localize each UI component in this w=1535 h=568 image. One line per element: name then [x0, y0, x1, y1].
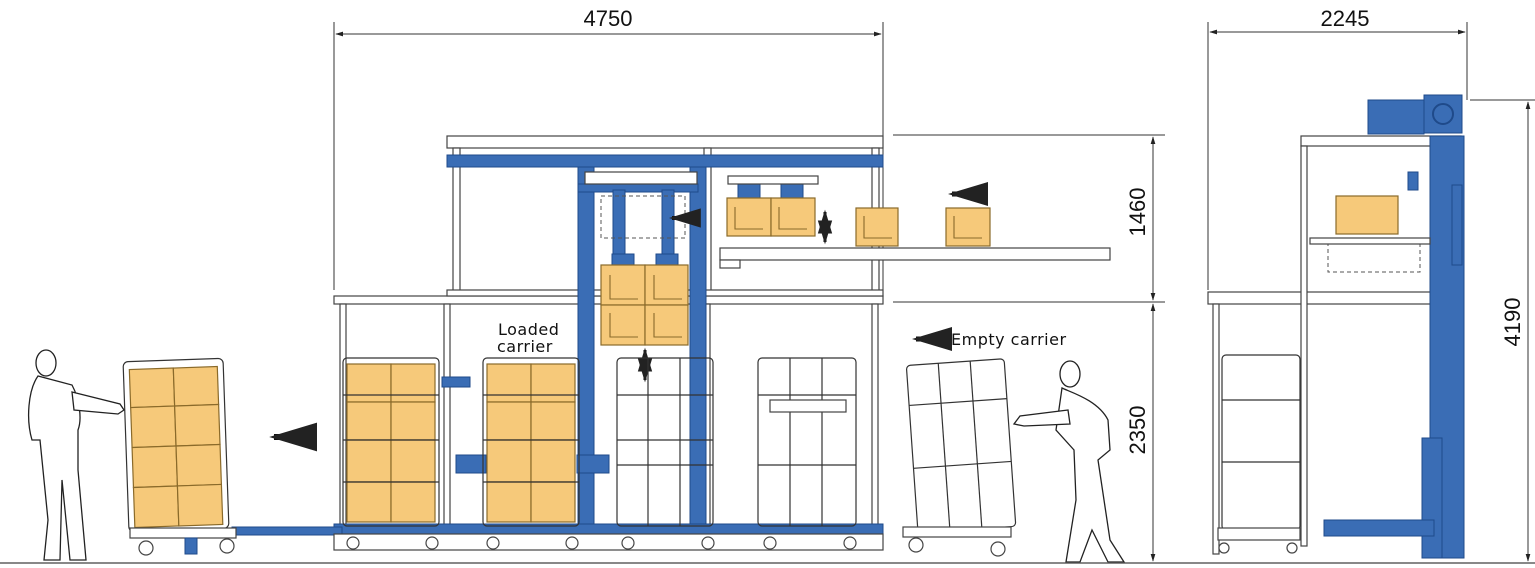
- dimension-label-total-height: 4190: [1500, 298, 1525, 347]
- loaded-carrier-label: Loaded carrier: [497, 320, 559, 356]
- dimension-total-height: 4190: [1470, 99, 1535, 562]
- dimension-upper-height: 1460: [893, 134, 1165, 301]
- empty-carrier-station-3: [616, 357, 715, 550]
- dimension-label-upper-height: 1460: [1125, 188, 1150, 237]
- dimension-label-side-width: 2245: [1321, 6, 1370, 31]
- dimension-side-width: 2245: [1207, 6, 1468, 290]
- loaded-carrier-label-line1: Loaded: [498, 320, 559, 339]
- incoming-empty-carrier: [902, 358, 1017, 557]
- loaded-carrier-station-2: [482, 357, 580, 550]
- gripper-assembly: [577, 171, 701, 383]
- empty-carrier-label: Empty carrier: [912, 327, 1067, 351]
- empty-carrier-station-4: [757, 357, 857, 550]
- worker-left: [28, 349, 125, 561]
- worker-right: [1012, 360, 1126, 563]
- dimension-main-width: 4750: [333, 6, 884, 290]
- loaded-carrier-label-line2: carrier: [497, 337, 553, 356]
- dimension-label-lower-height: 2350: [1125, 406, 1150, 455]
- outgoing-loaded-carrier: [122, 357, 318, 556]
- dimension-label-main-width: 4750: [584, 6, 633, 31]
- side-view-machine: [1207, 94, 1465, 559]
- empty-carrier-label-text: Empty carrier: [951, 330, 1067, 349]
- dimension-lower-height: 2350: [893, 301, 1165, 562]
- upper-conveyor: [719, 175, 1111, 269]
- loaded-carrier-station-1: [342, 357, 440, 550]
